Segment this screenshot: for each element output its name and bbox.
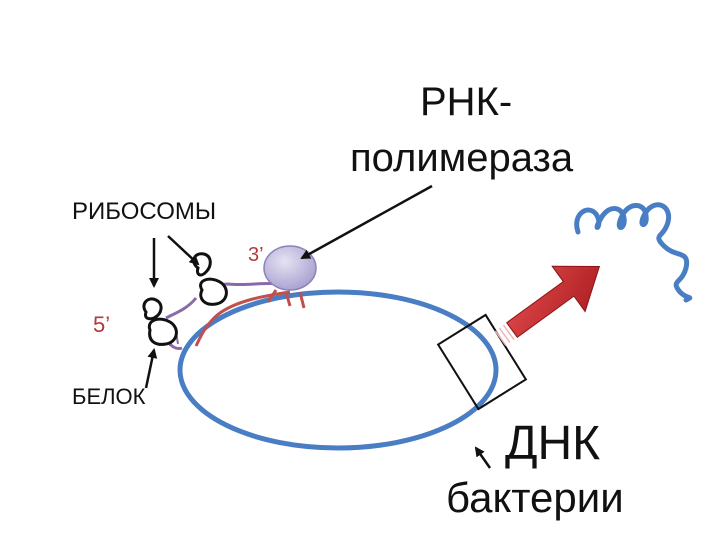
label-rna-polymerase-line1: РНК- xyxy=(420,80,513,124)
dna-circle xyxy=(177,289,499,451)
arrow-polymerase xyxy=(300,184,433,260)
rna-polymerase-blob xyxy=(263,245,317,291)
ribosome-lower xyxy=(142,297,178,346)
label-five-prime: 5’ xyxy=(93,312,111,337)
rna-stub xyxy=(266,289,306,309)
red-arrow xyxy=(506,265,601,338)
label-dna-line2: бактерии xyxy=(446,474,624,521)
label-rna-polymerase-line2: полимераза xyxy=(350,136,574,180)
gene-box xyxy=(436,313,528,411)
label-protein: БЕЛОК xyxy=(72,384,146,409)
label-ribosomes: РИБОСОМЫ xyxy=(72,198,217,225)
arrow-stripes xyxy=(494,324,515,346)
label-three-prime: 3’ xyxy=(248,244,264,266)
ribosome-upper xyxy=(192,252,228,306)
product-strand xyxy=(574,202,693,303)
label-dna-line1: ДНК xyxy=(505,417,601,470)
arrow-dna xyxy=(474,446,492,469)
arrow-protein xyxy=(144,348,158,389)
rna-strand xyxy=(194,290,291,347)
arrow-ribosome-right xyxy=(167,235,200,266)
